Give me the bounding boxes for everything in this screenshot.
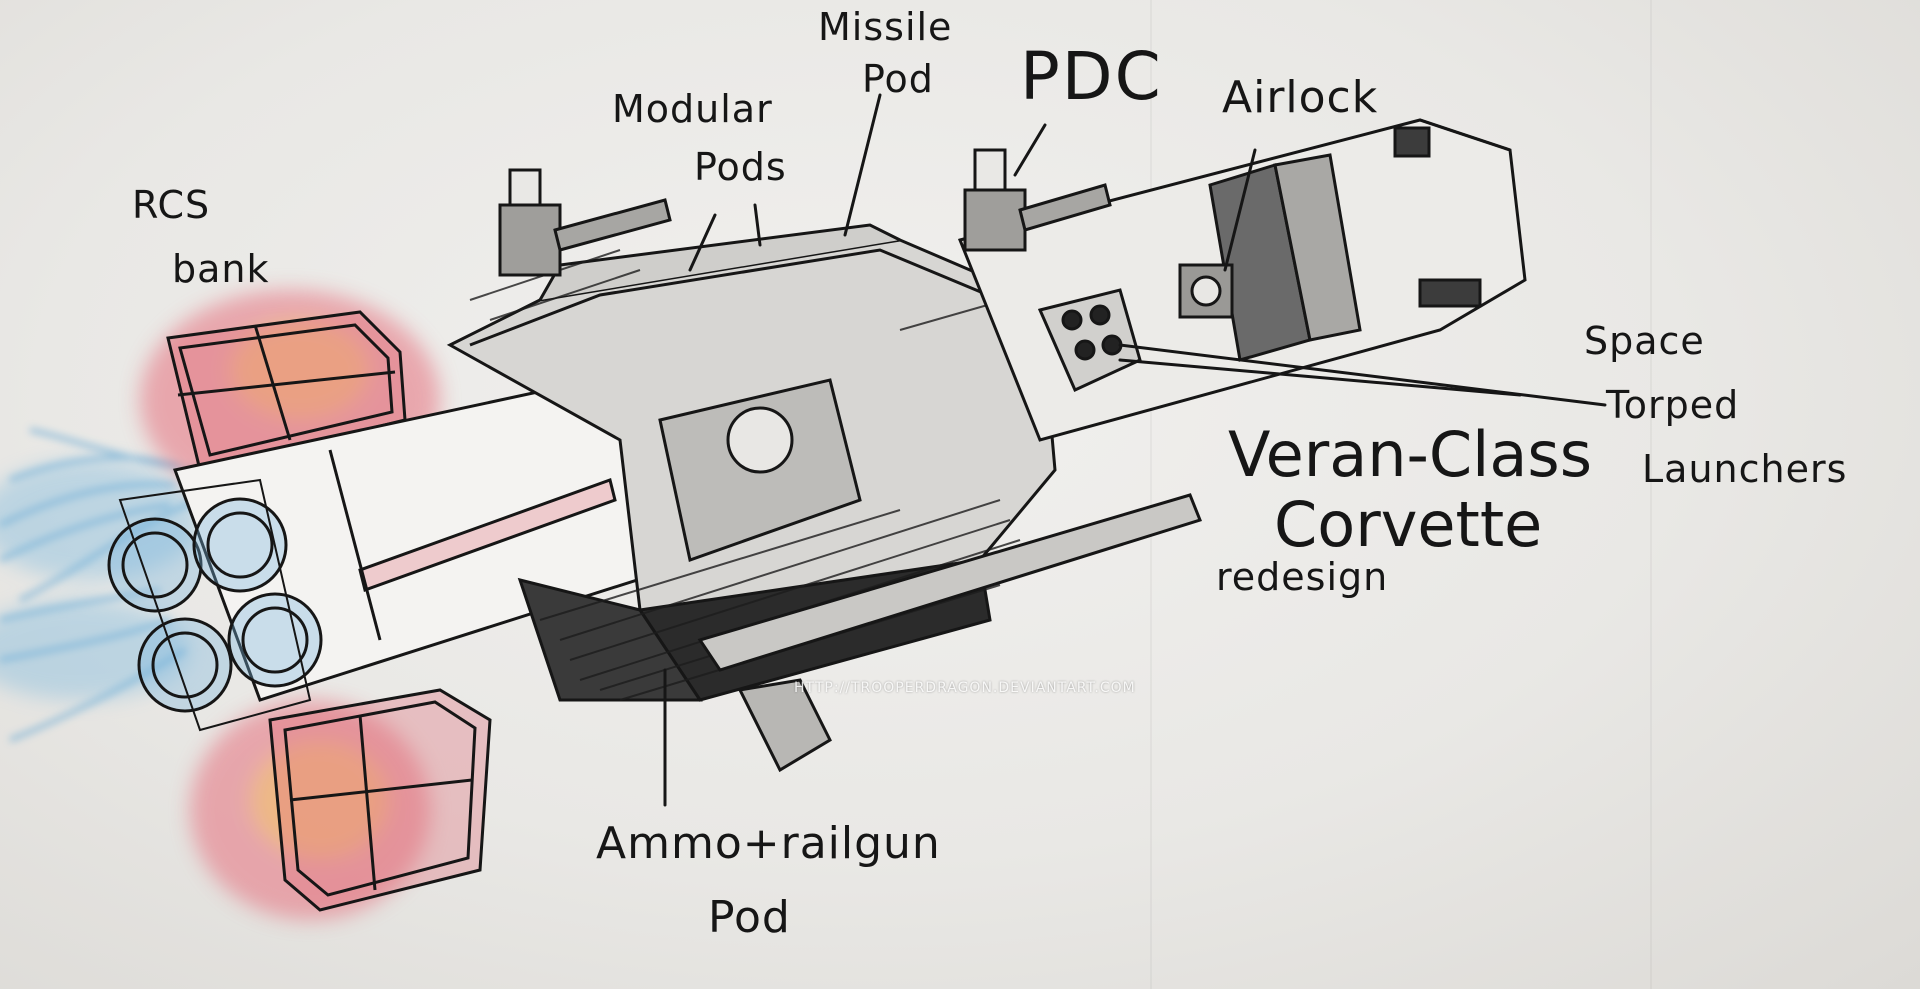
title-line3: redesign (1216, 555, 1389, 599)
airlock-label: Airlock (1222, 72, 1379, 123)
title-line2: Corvette (1274, 488, 1543, 561)
torpedo-label-line2: Torped (1606, 383, 1740, 427)
leader-lines (663, 93, 1607, 807)
watermark: HTTP://TROOPERDRAGON.DEVIANTART.COM (794, 680, 1136, 696)
modular-pods-label-line1: Modular (612, 87, 773, 131)
engine-nozzles (107, 478, 323, 732)
torpedo-label-line3: Launchers (1642, 447, 1848, 491)
rcs-label-line2: bank (172, 247, 270, 291)
missile-pod-label-line2: Pod (862, 57, 934, 101)
pdc-turrets (498, 148, 1112, 277)
ammo-pod-label-line2: Pod (708, 892, 791, 943)
missile-pod-label-line1: Missile (818, 5, 953, 49)
rcs-bank-lower (268, 688, 492, 912)
torpedo-launchers (1037, 288, 1142, 393)
modular-pods-label-line2: Pods (694, 145, 787, 189)
engine-exhaust-fill (0, 460, 200, 700)
front-hull (957, 118, 1527, 442)
rcs-bank-upper (166, 310, 407, 472)
rcs-label-line1: RCS (132, 183, 211, 227)
title-line1: Veran-Class (1228, 418, 1593, 491)
ammo-pod-label-line1: Ammo+railgun (596, 818, 941, 869)
ammo-railgun-pod (697, 493, 1202, 773)
pdc-label: PDC (1020, 38, 1163, 115)
torpedo-label-line1: Space (1584, 319, 1705, 363)
